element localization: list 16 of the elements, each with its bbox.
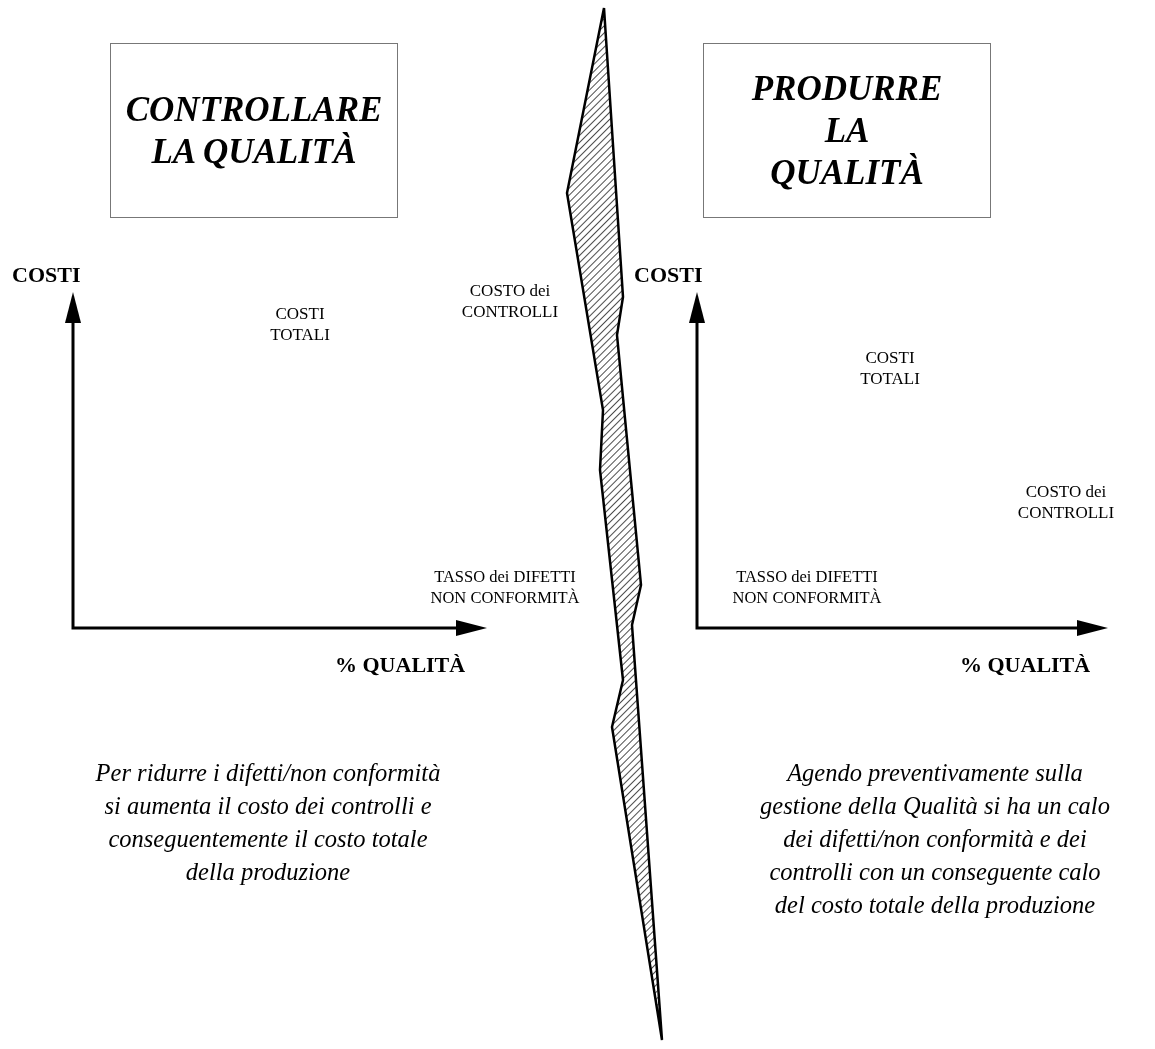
curve-label: COSTO dei CONTROLLI	[1017, 481, 1115, 524]
title-text: PRODURRE LA QUALITÀ	[751, 67, 943, 194]
curve-label: COSTI TOTALI	[270, 303, 330, 346]
curve-label: COSTO dei CONTROLLI	[461, 280, 559, 323]
title-box	[703, 43, 991, 218]
title-text: CONTROLLARE LA QUALITÀ	[125, 88, 383, 173]
description-text: Agendo preventivamente sulla gestione della Qualità si ha un calo dei difetti/non conformità e dei controlli con un conseguente calo del costo totale della produzione	[759, 758, 1111, 921]
axis-title: COSTI	[12, 264, 81, 286]
curve-label: TASSO dei DIFETTI NON CONFORMITÀ	[731, 566, 883, 609]
axis-title: % QUALITÀ	[960, 654, 1091, 676]
curve-label: COSTI TOTALI	[860, 347, 920, 390]
title-box	[110, 43, 398, 218]
axis-title: COSTI	[634, 264, 703, 286]
description-text: Per ridurre i difetti/non conformità si aumenta il costo dei controlli e conseguentemente il costo totale della produzione	[94, 758, 442, 888]
curve-label: TASSO dei DIFETTI NON CONFORMITÀ	[429, 566, 581, 609]
axis-title: % QUALITÀ	[335, 654, 466, 676]
